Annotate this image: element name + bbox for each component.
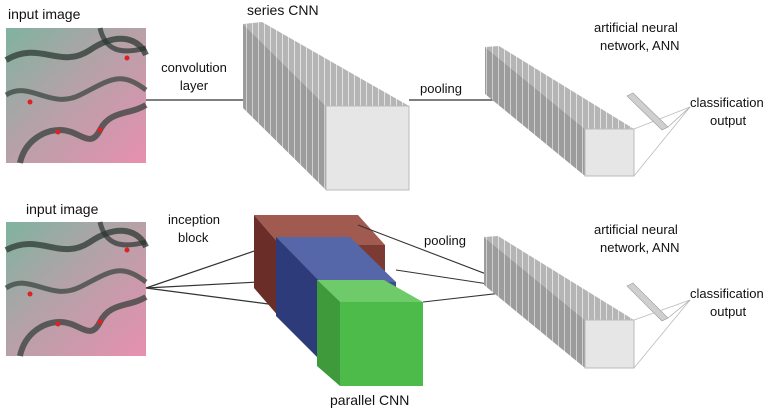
parallel-pooling-label: pooling: [424, 233, 466, 248]
series-pooling-block: [485, 46, 635, 177]
series-input-label: input image: [8, 6, 81, 22]
inception-green-block: [317, 280, 423, 386]
parallel-cnn-title: parallel CNN: [330, 392, 410, 408]
series-cnn-title: series CNN: [247, 2, 319, 18]
parallel-pooling-block: [484, 236, 635, 369]
series-output-label-line2: output: [710, 113, 747, 128]
inception-label-line1: inception: [168, 212, 221, 227]
series-pooling-label: pooling: [420, 81, 462, 96]
parallel-input-label: input image: [26, 201, 99, 217]
series-input-image: [4, 27, 149, 164]
parallel-input-image: [4, 221, 149, 357]
series-ann-label-line1: artificial neural: [594, 20, 678, 35]
parallel-ann-label-line2: network, ANN: [600, 240, 680, 255]
series-cnn-block: [243, 22, 410, 191]
series-output-label-line1: classification: [690, 95, 764, 110]
conv-label-line1: convolution: [161, 60, 227, 75]
parallel-output-label-line2: output: [710, 304, 747, 319]
conv-label-line2: layer: [179, 78, 209, 93]
parallel-ann-label-line1: artificial neural: [594, 222, 678, 237]
inception-label-line2: block: [178, 230, 209, 245]
series-ann-label-line2: network, ANN: [600, 38, 680, 53]
parallel-output-label-line1: classification: [690, 286, 764, 301]
series-ann: [626, 92, 691, 177]
parallel-ann: [626, 282, 691, 369]
